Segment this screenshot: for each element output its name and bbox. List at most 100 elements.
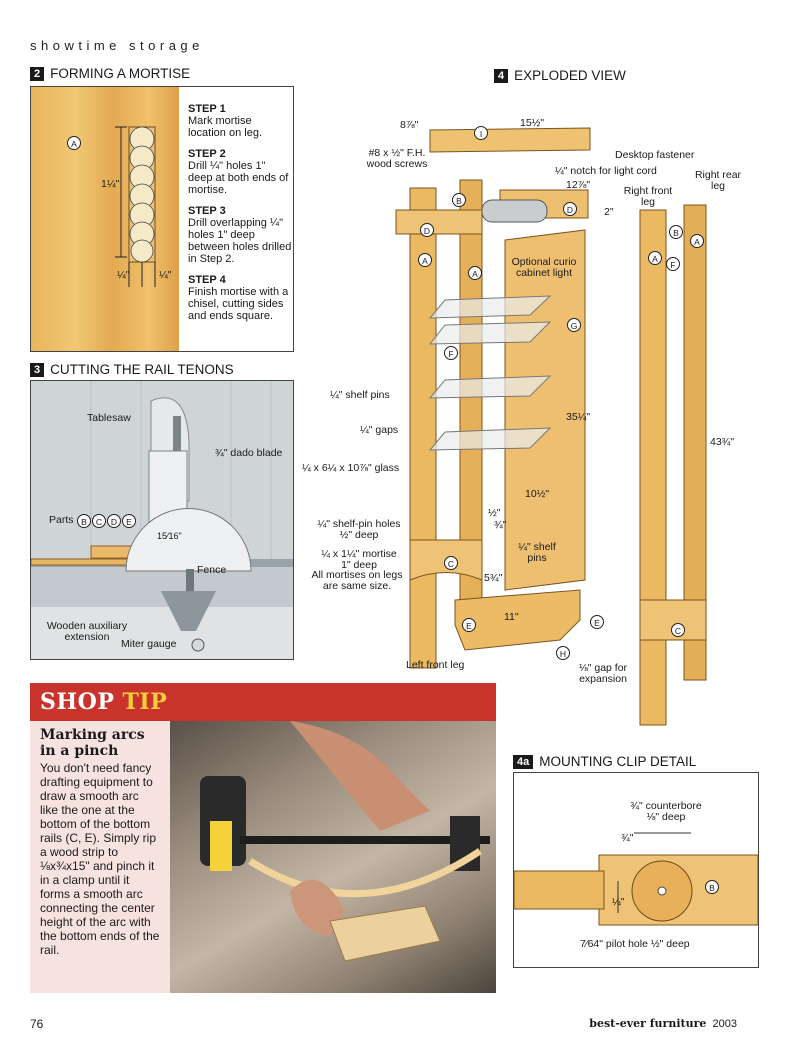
magazine-footer: best-ever furniture 2003 [589,1017,737,1030]
label-curio-light: Optional curio cabinet light [511,256,577,279]
label-mortise: ¼ x 1¼" mortise 1" deep [321,548,397,571]
part-label-b: B [77,514,91,528]
part-label-d: D [420,223,434,237]
part-label-g: G [567,318,581,332]
step-heading: STEP 1 [188,103,226,115]
label-depth: 15⁄16" [157,531,182,541]
section-number: 4 [494,68,509,83]
part-label-a: A [67,136,81,150]
label-left-front-leg: Left front leg [406,659,465,671]
part-label-a: A [690,234,704,248]
label-shelf-pins-2: ¼" shelf pins [518,541,556,564]
dim-14: ¼" [612,896,625,908]
part-label-c: C [92,514,106,528]
shop-tip-box: SHOP TIP Marking arcs in a pinch You don… [30,683,496,993]
dim-width-2: ¼" [159,269,172,281]
exploded-view-illustration [395,127,707,726]
magazine-name: best-ever furniture [589,1017,707,1030]
dim-1278: 12⅞" [566,179,591,191]
magazine-year: 2003 [712,1018,737,1030]
page-number: 76 [30,1017,44,1031]
label-right-front-leg: Right front leg [623,185,673,208]
label-aux-extension: Wooden auxiliary extension [46,620,128,643]
label-all-mortises: All mortises on legs are same size. [311,569,403,592]
step-heading: STEP 2 [188,148,226,160]
section-title: FORMING A MORTISE [50,66,191,81]
dim-4334: 43¾" [710,436,735,448]
dim-534: 5¾" [484,572,503,584]
dim-11: 11" [504,611,519,623]
step-heading: STEP 4 [188,274,226,286]
part-label-e: E [462,618,476,632]
section-title: CUTTING THE RAIL TENONS [50,362,234,377]
mortise-steps: STEP 1 Mark mortise location on leg. STE… [188,103,292,322]
part-label-e: E [122,514,136,528]
dim-height: 1¼" [101,178,120,190]
part-label-e: E [590,615,604,629]
dim-2: 2" [604,206,614,218]
part-label-b: B [452,193,466,207]
dim-1012: 10½" [525,488,550,500]
shop-tip-heading-b: TIP [122,689,168,715]
running-header: showtime storage [30,38,204,53]
tablesaw-illustration [31,381,293,652]
mortise-panel: A 1¼" ¼" ¼" STEP 1 Mark mortise location… [30,86,294,352]
label-screws: #8 x ½" F.H. wood screws [366,147,428,170]
label-parts: Parts [49,514,74,526]
clamp-arc-photo [200,721,490,962]
dim-3514: 35¼" [566,411,591,423]
shop-tip-text-panel: Marking arcs in a pinch You don't need f… [30,721,170,993]
label-dado-blade: ¾" dado blade [215,447,283,459]
shop-tip-text: You don't need fancy drafting equipment … [40,761,160,957]
part-label-b: B [705,880,719,894]
dim-top-right: 15½" [520,117,545,129]
part-label-a: A [468,266,482,280]
dim-top-left: 8⅞" [400,119,419,131]
shop-tip-heading-a: SHOP [40,689,123,715]
label-pin-holes: ¼" shelf-pin holes ½" deep [317,518,401,541]
part-label-i: I [474,126,488,140]
label-pilot-hole: 7⁄64" pilot hole ½" deep [580,938,690,950]
label-gap: ⅛" gap for expansion [578,662,628,685]
label-notch: ¼" notch for light cord [555,165,657,177]
part-label-d: D [563,202,577,216]
dim-half: ½" [488,507,501,519]
part-label-a: A [648,251,662,265]
label-counterbore: ¾" counterbore ⅛" deep [630,800,702,823]
section-number: 4a [513,754,534,769]
clip-panel: ¾" counterbore ⅛" deep ¾" ¼" B 7⁄64" pil… [513,772,759,968]
step-text: Mark mortise location on leg. [188,115,262,139]
part-label-f: F [444,346,458,360]
label-miter-gauge: Miter gauge [121,638,177,650]
label-right-rear-leg: Right rear leg [694,169,742,192]
section-mortise-title: 2 FORMING A MORTISE [30,66,190,81]
label-shelf-pins: ¼" shelf pins [330,389,390,401]
part-label-h: H [556,646,570,660]
shop-tip-title: Marking arcs in a pinch [40,727,145,759]
label-tablesaw: Tablesaw [87,412,131,424]
step-text: Finish mortise with a chisel, cutting si… [188,286,289,322]
part-label-f: F [666,257,680,271]
label-desktop-fastener: Desktop fastener [615,149,695,161]
step-text: Drill ¼" holes 1" deep at both ends of m… [188,160,289,196]
label-glass: ¼ x 6¼ x 10⅞" glass [302,462,400,474]
shop-tip-photo [170,721,496,993]
step-text: Drill overlapping ¼" holes 1" deep betwe… [188,217,292,265]
dim-width-1: ¼" [117,269,130,281]
mortise-holes-diagram [115,126,156,287]
label-fence: Fence [197,564,227,576]
tenons-panel: Tablesaw ¾" dado blade Parts B C D E 15⁄… [30,380,294,660]
label-gaps: ¼" gaps [360,424,399,436]
part-label-a: A [418,253,432,267]
dim-34: ¾" [494,519,507,531]
section-title: EXPLODED VIEW [514,68,626,83]
section-exploded-title: 4 EXPLODED VIEW [494,68,626,83]
section-tenons-title: 3 CUTTING THE RAIL TENONS [30,362,234,377]
part-label-b: B [669,225,683,239]
clip-illustration [514,832,758,926]
part-label-c: C [671,623,685,637]
dim-34: ¾" [621,832,634,844]
shop-tip-heading: SHOP TIP [40,689,167,715]
step-heading: STEP 3 [188,205,226,217]
part-label-c: C [444,556,458,570]
